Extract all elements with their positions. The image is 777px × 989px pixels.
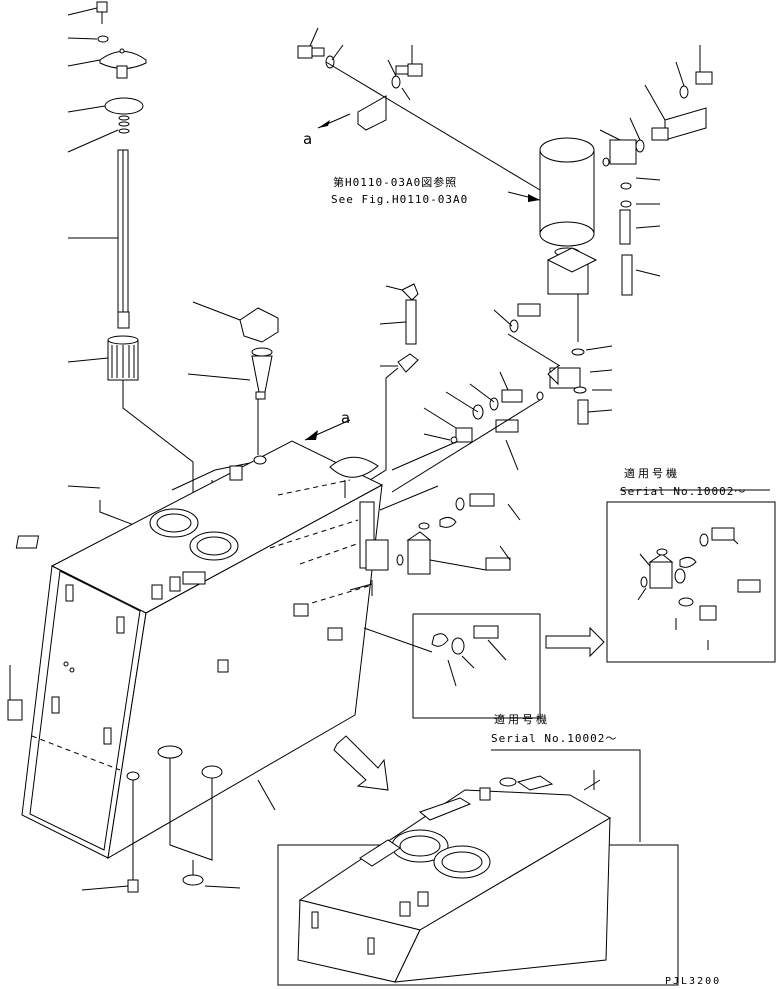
- view-label-a-lower: a: [341, 409, 351, 427]
- detail-arrow: [333, 735, 389, 791]
- hydraulic-tank: [7, 440, 384, 893]
- upper-bracket-group: [297, 45, 541, 191]
- serial-box-1-title-en: Serial No.10002〜: [620, 485, 747, 498]
- filler-cap-group: [96, 1, 147, 381]
- view-label-a-upper: a: [303, 130, 313, 148]
- valve-block-group: [349, 485, 521, 596]
- inspection-cover-group: [304, 419, 379, 498]
- inset-detail-1: [293, 603, 605, 719]
- serial-box-2-title-jp: 適用号機: [494, 713, 550, 726]
- inset-detail-2: [606, 489, 776, 663]
- serial-box-2-title-en: Serial No.10002〜: [491, 732, 618, 745]
- reference-en-label: See Fig.H0110-03A0: [331, 193, 469, 206]
- serial-box-1-title-jp: 適用号機: [624, 467, 680, 480]
- leader-lines-left: [67, 7, 251, 489]
- filter-housing-group: [507, 71, 713, 356]
- breather-group: [239, 307, 279, 400]
- reference-jp-label: 第H0110-03A0図参照: [333, 176, 458, 189]
- leader-lines-right: [309, 27, 701, 413]
- drawing-code: PJL3200: [665, 976, 722, 987]
- inset-detail-3: [277, 749, 679, 986]
- piping-group: [369, 283, 589, 493]
